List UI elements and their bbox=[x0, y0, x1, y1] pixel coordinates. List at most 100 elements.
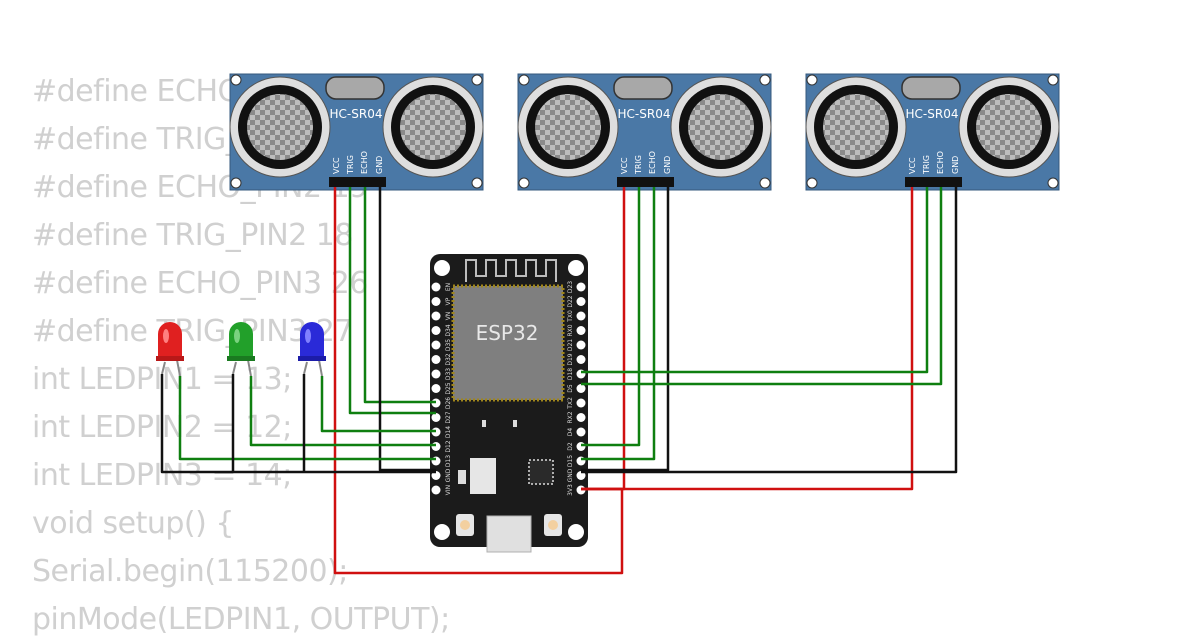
sensor-label: HC-SR04 bbox=[618, 107, 671, 121]
transducer-right bbox=[382, 76, 484, 178]
pin-label: GND bbox=[951, 156, 960, 174]
wire-sensor1-trig bbox=[348, 187, 436, 415]
pin-label: D19 bbox=[567, 353, 574, 365]
pin-label: D14 bbox=[445, 426, 452, 438]
pin-d34[interactable] bbox=[431, 326, 441, 335]
transducer-right bbox=[958, 76, 1060, 178]
pin-label: ECHO bbox=[936, 151, 945, 174]
pin-label: TRIG bbox=[634, 155, 643, 175]
code-line: int LEDPIN2 = 12; bbox=[32, 410, 292, 445]
pin-label: D34 bbox=[445, 324, 452, 336]
transducer-left bbox=[517, 76, 619, 178]
pin-tx2[interactable] bbox=[576, 398, 586, 408]
pin-label: D12 bbox=[445, 440, 452, 452]
pin-label: GND bbox=[445, 468, 452, 482]
pin-en[interactable] bbox=[431, 282, 441, 292]
pin-vn[interactable] bbox=[431, 311, 441, 321]
pin-label: VIN bbox=[445, 485, 452, 495]
pin-label: GND bbox=[375, 156, 384, 174]
code-line: void setup() { bbox=[32, 506, 234, 541]
pin-label: TX0 bbox=[567, 310, 574, 323]
regulator bbox=[470, 458, 496, 494]
usb-port bbox=[486, 515, 532, 553]
pin-label: D32 bbox=[445, 353, 452, 365]
pin-vin[interactable] bbox=[431, 485, 441, 495]
code-line: int LEDPIN1 = 13; bbox=[32, 362, 292, 397]
code-line: #define ECHO_PIN3 26 bbox=[32, 266, 368, 301]
pin-d22[interactable] bbox=[576, 297, 586, 306]
wire-sensor1-echo bbox=[363, 187, 436, 404]
usb-chip bbox=[528, 459, 554, 485]
pin-label: D2 bbox=[567, 442, 574, 451]
wire-led-red-gnd bbox=[160, 374, 436, 474]
circuit-diagram: HC-SR04 VCC TRIG ECHO GND HC-SR04 VCC TR… bbox=[156, 73, 1060, 575]
sensor-label: HC-SR04 bbox=[906, 107, 959, 121]
pin-d35[interactable] bbox=[431, 340, 441, 350]
pin-label: VN bbox=[445, 312, 452, 321]
pin-label: GND bbox=[663, 156, 672, 174]
pin-d4[interactable] bbox=[576, 427, 586, 437]
pin-label: 3V3 bbox=[567, 484, 574, 496]
wire-sensor3-gnd bbox=[581, 187, 958, 474]
pin-d23[interactable] bbox=[576, 282, 586, 292]
pin-label: D22 bbox=[567, 295, 574, 307]
pin-label: GND bbox=[567, 468, 574, 482]
pin-d21[interactable] bbox=[576, 340, 586, 350]
transducer-right bbox=[670, 76, 772, 178]
antenna-trace bbox=[465, 259, 557, 282]
pin-d5[interactable] bbox=[576, 384, 586, 393]
pin-rx0[interactable] bbox=[576, 326, 586, 335]
pin-label: VP bbox=[445, 297, 452, 305]
sensor-label: HC-SR04 bbox=[330, 107, 383, 121]
ultrasonic-sensor-2[interactable]: HC-SR04 VCC TRIG ECHO GND bbox=[517, 73, 772, 191]
led-red[interactable] bbox=[156, 322, 184, 377]
pin-label: D21 bbox=[567, 339, 574, 351]
pin-label: TX2 bbox=[567, 397, 574, 410]
pin-label: ECHO bbox=[648, 151, 657, 174]
wire-sensor3-echo bbox=[581, 187, 943, 386]
pin-label: D15 bbox=[567, 455, 574, 467]
wire-led-blue bbox=[320, 376, 436, 433]
pin-label: D26 bbox=[445, 397, 452, 409]
pin-label: D23 bbox=[567, 281, 574, 293]
ultrasonic-sensor-1[interactable]: HC-SR04 VCC TRIG ECHO GND bbox=[229, 73, 484, 191]
pin-label: D5 bbox=[567, 384, 574, 393]
ultrasonic-sensor-3[interactable]: HC-SR04 VCC TRIG ECHO GND bbox=[805, 73, 1060, 191]
pin-d27[interactable] bbox=[431, 413, 441, 422]
code-line: int LEDPIN3 = 14; bbox=[32, 458, 292, 493]
pin-d19[interactable] bbox=[576, 355, 586, 364]
pin-label: D18 bbox=[567, 368, 574, 380]
pin-rx2[interactable] bbox=[576, 413, 586, 422]
wire-sensor3-vcc bbox=[581, 187, 914, 491]
pin-label: ECHO bbox=[360, 151, 369, 174]
pin-label: D27 bbox=[445, 411, 452, 423]
wire-led-red bbox=[178, 376, 436, 461]
pin-label: D4 bbox=[567, 428, 574, 437]
pin-label: D33 bbox=[445, 368, 452, 380]
wires bbox=[160, 187, 958, 575]
led-green[interactable] bbox=[227, 322, 255, 377]
pin-label: RX2 bbox=[567, 411, 574, 423]
chip-label: ESP32 bbox=[476, 321, 539, 345]
pin-label: RX0 bbox=[567, 324, 574, 336]
pin-label: D25 bbox=[445, 382, 452, 394]
pin-d12[interactable] bbox=[431, 442, 441, 451]
esp32-board[interactable]: ESP32 ENVPVND34D35D32D33D25D26D27D14D12D… bbox=[430, 254, 588, 553]
pin-label: D13 bbox=[445, 455, 452, 467]
pin-d33[interactable] bbox=[431, 369, 441, 379]
pin-vp[interactable] bbox=[431, 297, 441, 306]
wire-sensor3-trig bbox=[581, 187, 929, 374]
pin-d2[interactable] bbox=[576, 442, 586, 451]
wire-sensor1-gnd bbox=[378, 187, 436, 472]
pin-tx0[interactable] bbox=[576, 311, 586, 321]
pin-label: EN bbox=[445, 283, 452, 291]
led-blue[interactable] bbox=[298, 322, 326, 377]
wire-sensor2-gnd bbox=[581, 187, 670, 472]
pin-d32[interactable] bbox=[431, 355, 441, 364]
transducer-left bbox=[805, 76, 907, 178]
pin-d25[interactable] bbox=[431, 384, 441, 393]
pin-label: VCC bbox=[332, 157, 341, 174]
wire-led-green bbox=[249, 376, 436, 447]
pin-label: D35 bbox=[445, 339, 452, 351]
wire-sensor2-echo bbox=[581, 187, 656, 461]
